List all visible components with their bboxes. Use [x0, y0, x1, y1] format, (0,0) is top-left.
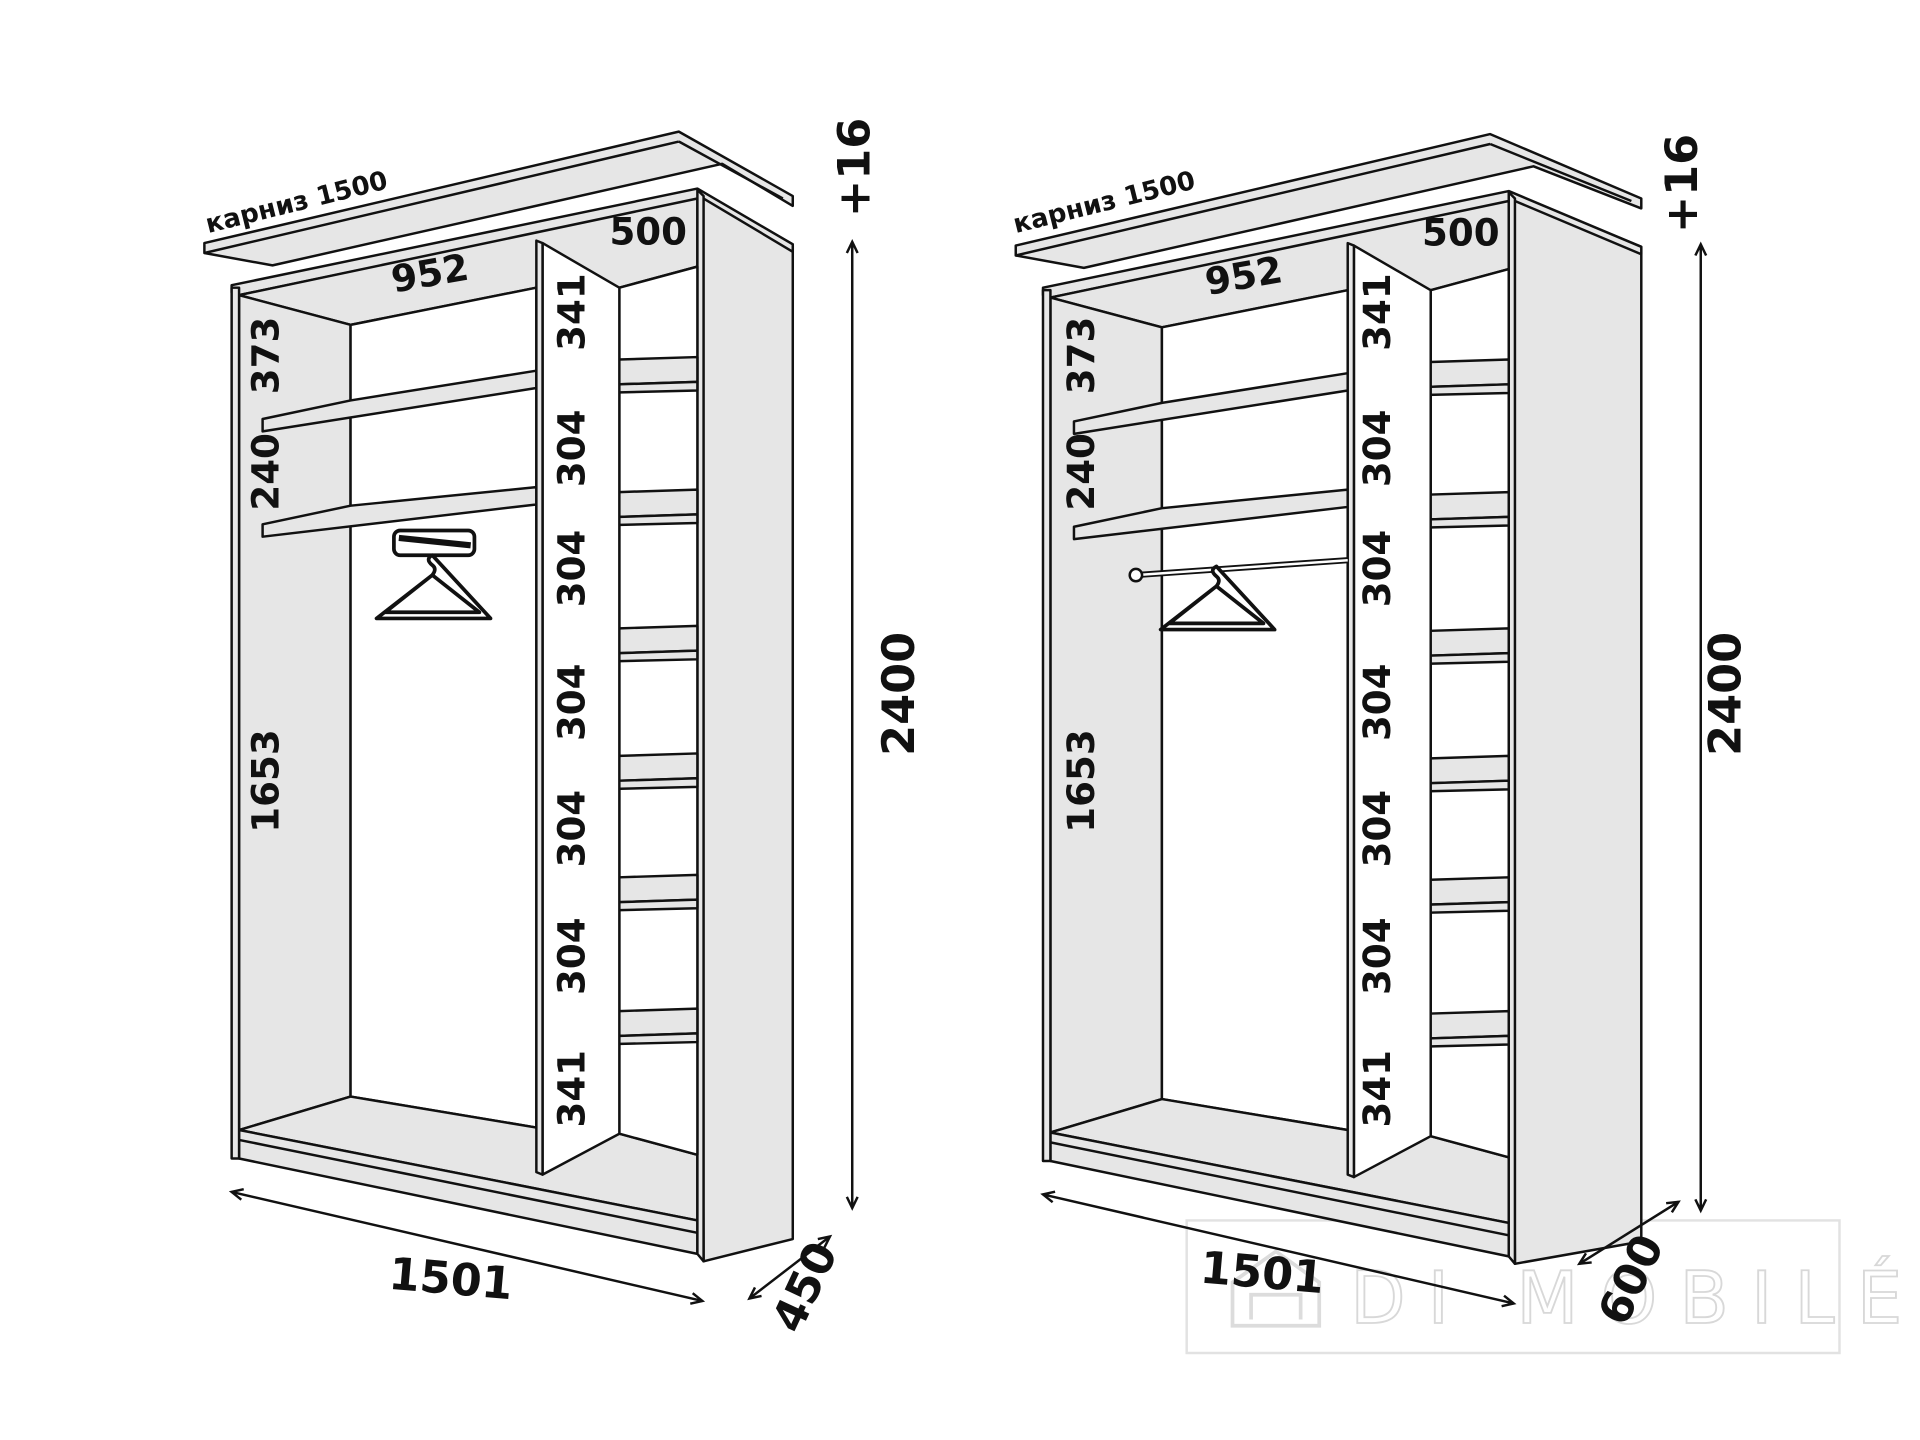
shelf-height-label: 304 [551, 917, 594, 995]
shelf-height-label: 304 [1356, 917, 1399, 995]
depth-dimension-line [748, 1235, 831, 1300]
height-label-373: 373 [1060, 317, 1103, 395]
width-dimension-line-arrowhead [228, 1188, 244, 1201]
height-label-1653: 1653 [245, 729, 288, 832]
shelf-depth-label: 500 [1422, 212, 1500, 255]
height-dimension-line-arrowhead [845, 1196, 859, 1211]
shelf-height-label: 341 [551, 1050, 594, 1128]
total-width-label: 1501 [387, 1248, 515, 1311]
width-dimension-line-arrowhead [1501, 1294, 1517, 1308]
shelf-depth-label: 500 [609, 210, 687, 253]
total-height-label: 2400 [1699, 632, 1751, 756]
depth-label: 450 [762, 1234, 848, 1340]
depth-dimension-line-arrowhead [1666, 1200, 1681, 1213]
coat-hanger-icon [1158, 564, 1277, 632]
height-dimension-line-arrowhead [1694, 1198, 1708, 1214]
coat-hanger [1158, 564, 1277, 632]
shelf-height-label: 341 [1356, 273, 1399, 351]
height-extra-label: +16 [1656, 134, 1708, 233]
shelf-height-label: 304 [551, 410, 594, 488]
width-dimension-line-arrowhead [1040, 1190, 1056, 1204]
partition-front-edge [1346, 241, 1356, 1179]
watermark-text: DI MOBILÉ [1350, 1256, 1920, 1340]
cornice-edge [1015, 142, 1491, 257]
width-dimension-line [231, 1190, 703, 1303]
depth-dimension-line-arrowhead [747, 1286, 762, 1301]
coat-hanger [374, 553, 493, 621]
height-dimension-line-arrowhead [845, 239, 859, 254]
height-label-1653: 1653 [1060, 729, 1103, 832]
shelf-height-label: 304 [551, 663, 594, 741]
height-label-240: 240 [245, 433, 288, 511]
plinth-edge [1050, 1141, 1509, 1237]
total-height-label: 2400 [873, 632, 925, 756]
wardrobe-600: карниз 1500 952 500 373 240 1653 341 304… [1010, 132, 1751, 1333]
shelf-height-label: 304 [1356, 530, 1399, 608]
shelf-height-label: 304 [1356, 410, 1399, 488]
total-width-label: 1501 [1198, 1242, 1326, 1305]
depth-dimension-line-arrowhead [817, 1234, 833, 1249]
shelf-height-label: 304 [551, 790, 594, 868]
plinth-edge [238, 1138, 698, 1235]
shelf-height-label: 341 [1356, 1050, 1399, 1128]
width-dimension-line [1042, 1193, 1514, 1305]
right-side-panel [696, 188, 795, 1263]
cornice-edge [678, 140, 784, 200]
shelf-height-label: 304 [1356, 663, 1399, 741]
house-logo-icon [1230, 1249, 1322, 1328]
shelf-height-label: 304 [1356, 790, 1399, 868]
height-extra-label: +16 [829, 118, 881, 217]
rod-bracket [1128, 567, 1144, 583]
shelf-height-label: 341 [551, 273, 594, 351]
partition-front-edge [535, 239, 544, 1176]
left-side-edge [230, 286, 241, 1160]
cornice-edge [1489, 142, 1632, 203]
coat-hanger-icon [374, 553, 493, 621]
height-dimension-line-arrowhead [1694, 241, 1708, 257]
left-side-edge [1041, 288, 1052, 1163]
depth-dimension-line [1578, 1200, 1680, 1265]
shelf-height-label: 304 [551, 530, 594, 608]
wardrobe-450: карниз 1500 952 500 373 240 1653 341 304… [203, 118, 926, 1341]
cornice [1014, 132, 1643, 270]
cornice-edge [204, 140, 680, 255]
width-dimension-line-arrowhead [689, 1292, 706, 1305]
height-label-240: 240 [1060, 433, 1103, 511]
right-side-panel [1507, 191, 1643, 1266]
depth-dimension-line-arrowhead [1576, 1252, 1592, 1266]
hanger-bar-rail [398, 534, 472, 549]
clothes-rod-highlight [1135, 558, 1348, 577]
watermark: DI MOBILÉ [1185, 1219, 1920, 1355]
height-label-373: 373 [245, 317, 288, 395]
